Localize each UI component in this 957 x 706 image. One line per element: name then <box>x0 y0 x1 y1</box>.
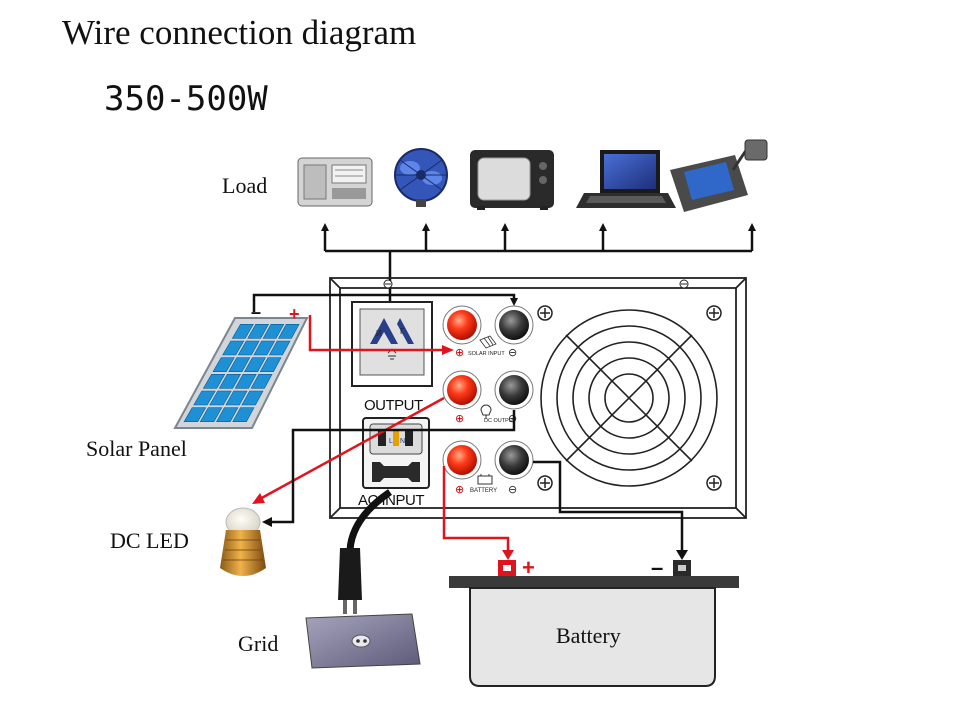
solar-cell <box>183 407 207 422</box>
solar-positive-wire <box>308 315 454 355</box>
solar-cell <box>228 357 251 372</box>
dc-output-label: DC OUTPUT <box>484 418 517 424</box>
solar-cell <box>225 390 248 406</box>
lamp-small-icon <box>480 404 492 419</box>
inverter-housing <box>329 277 747 519</box>
laptop-icon <box>576 150 676 208</box>
dc-output-positive-terminal <box>442 370 482 410</box>
housing-screw-icon <box>383 279 689 289</box>
battery-positive-wire <box>442 466 514 560</box>
battery-minus-sign: – <box>651 555 663 580</box>
solar-cell <box>209 390 232 406</box>
load-label: Load <box>222 173 267 198</box>
grid-label: Grid <box>238 631 278 656</box>
solar-minus-sign: – <box>251 302 261 322</box>
solar-negative-wire <box>252 293 518 312</box>
solar-cell <box>193 390 216 406</box>
ac-input-letter-n: N <box>400 438 405 445</box>
solar-input-negative-terminal <box>494 305 534 345</box>
solar-cell <box>199 407 223 422</box>
battery-body <box>449 560 739 687</box>
grid-plug <box>338 489 392 614</box>
dc-led-negative-wire <box>262 410 516 527</box>
solar-cell <box>247 324 270 339</box>
solar-cell <box>202 374 226 389</box>
solar-cell <box>234 374 257 389</box>
battery-small-icon <box>477 474 493 485</box>
dc-plus-mark: ⊕ <box>455 412 464 425</box>
solar-panel-label: Solar Panel <box>86 436 187 461</box>
battery-terminal-label: BATTERY <box>470 488 497 494</box>
socket-letter-right: Г <box>400 327 405 336</box>
solar-panel-small-icon <box>479 335 497 349</box>
solar-minus-mark: ⊖ <box>508 346 517 359</box>
solar-input-positive-terminal <box>442 305 482 345</box>
solar-cell <box>259 357 282 372</box>
ac-output-socket: И Г <box>351 301 433 387</box>
solar-cell <box>232 407 255 422</box>
grid-outlet <box>305 613 421 669</box>
battery-negative-terminal <box>494 440 534 480</box>
battery-label: Battery <box>556 623 621 648</box>
dc-led-label: DC LED <box>110 528 189 553</box>
solar-plus-mark: ⊕ <box>455 346 464 359</box>
solar-cell <box>218 374 242 389</box>
dc-led-bulb <box>220 507 266 576</box>
fan-screw-icon <box>537 305 722 491</box>
power-range: 350-500W <box>104 79 268 119</box>
solar-cell <box>253 340 276 356</box>
solar-cell <box>250 374 273 389</box>
battery-plus-sign: + <box>522 555 535 580</box>
solar-cell <box>237 340 260 356</box>
solar-input-label: SOLAR INPUT <box>468 351 505 357</box>
battery-positive-terminal <box>442 440 482 480</box>
solar-cell <box>278 324 300 339</box>
radio-icon <box>297 157 373 207</box>
dc-led-positive-wire <box>252 396 445 504</box>
tv-icon <box>470 150 554 210</box>
terminal-polarity-marks: ⊕ ⊖ ⊕ ⊖ ⊕ ⊖ <box>455 346 517 496</box>
solar-cell <box>241 390 264 406</box>
dc-output-negative-terminal <box>494 370 534 410</box>
battery-plus-mark: ⊕ <box>455 483 464 496</box>
solar-cell <box>212 357 235 372</box>
solar-cell <box>268 340 291 356</box>
solar-cell <box>262 324 285 339</box>
ac-input-socket: L N <box>362 417 430 489</box>
output-label: OUTPUT <box>364 397 423 414</box>
solar-cell <box>216 407 239 422</box>
dc-minus-mark: ⊖ <box>508 412 517 425</box>
solar-panel <box>173 317 309 429</box>
fan-grill <box>540 309 718 487</box>
fan-icon <box>394 148 448 207</box>
solar-cell <box>243 357 266 372</box>
battery-negative-wire <box>533 460 688 560</box>
ac-input-letter-l: L <box>389 438 393 445</box>
solar-cell <box>231 324 254 339</box>
socket-letter-left: И <box>376 329 382 338</box>
solar-cell <box>222 340 245 356</box>
diagram-title: Wire connection diagram <box>62 13 416 52</box>
solar-plus-sign: + <box>289 304 300 324</box>
battery-minus-mark: ⊖ <box>508 483 517 496</box>
phone-charger-icon <box>670 139 768 212</box>
